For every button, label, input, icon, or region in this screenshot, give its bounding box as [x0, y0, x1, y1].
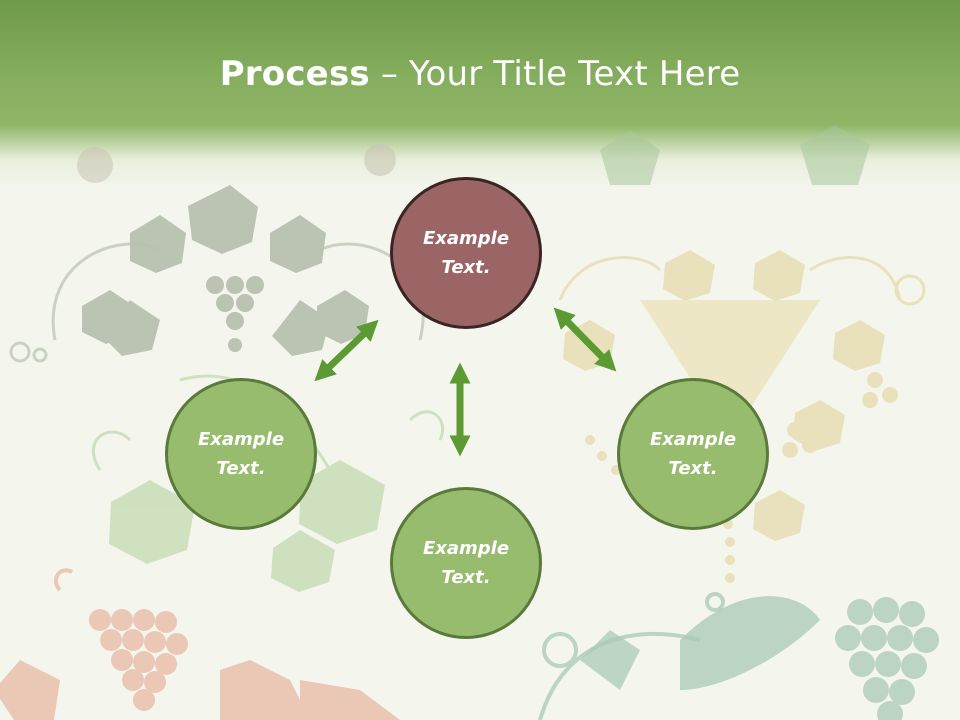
node-top-line1: Example [422, 228, 510, 249]
top-ornaments [77, 125, 870, 185]
process-node-bottom[interactable]: Example Text. [390, 487, 542, 639]
teal-vine [580, 596, 939, 720]
node-right-line2: Text. [668, 458, 718, 479]
arrow-top-left [314, 319, 379, 382]
node-left-line2: Text. [216, 458, 266, 479]
title-banner [0, 0, 960, 190]
slide-title: Process – Your Title Text Here [0, 52, 960, 96]
node-bottom-line1: Example [422, 538, 510, 559]
title-bold: Process [219, 54, 370, 94]
node-left-line1: Example [197, 429, 285, 450]
node-top-line2: Text. [441, 257, 491, 278]
process-node-right[interactable]: Example Text. [617, 378, 769, 530]
process-node-left[interactable]: Example Text. [165, 378, 317, 530]
arrow-top-right [553, 307, 617, 372]
title-rest: – Your Title Text Here [369, 54, 741, 94]
node-bottom-line2: Text. [441, 567, 491, 588]
node-right-line1: Example [649, 429, 737, 450]
pink-vine [0, 568, 400, 720]
process-node-top[interactable]: Example Text. [390, 177, 542, 329]
